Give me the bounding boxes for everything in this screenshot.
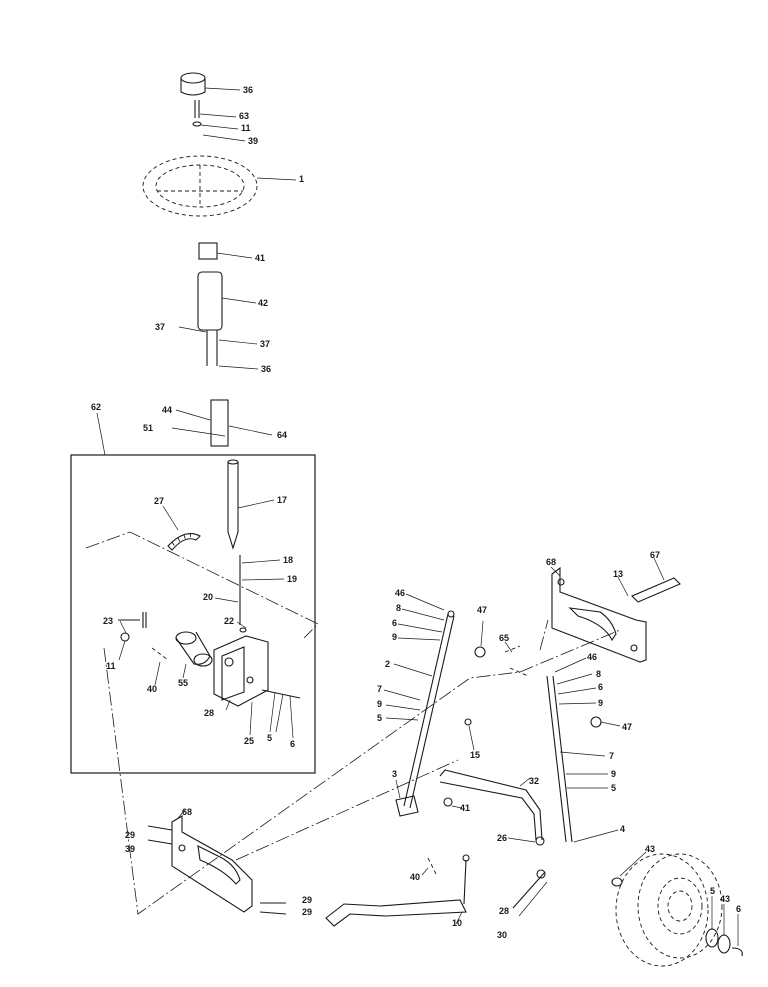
axle-long-rod — [325, 854, 470, 927]
callout-label: 27 — [154, 496, 164, 506]
callout-label: 9 — [598, 698, 603, 708]
callout-label: 11 — [106, 661, 116, 671]
callout-label: 28 — [499, 906, 509, 916]
gear-pivot-hardware — [118, 612, 301, 739]
callout-label: 22 — [224, 616, 234, 626]
callout-label: 9 — [377, 699, 382, 709]
callout-label: 20 — [203, 592, 213, 602]
axle-centerline — [235, 619, 549, 861]
steering-wheel — [142, 155, 297, 217]
callout-label: 9 — [611, 769, 616, 779]
gear-plate-outline — [85, 531, 319, 639]
callout-label: 11 — [241, 123, 251, 133]
callout-label: 43 — [720, 894, 730, 904]
callout-label: 43 — [645, 844, 655, 854]
callout-label: 51 — [143, 423, 153, 433]
callout-label: 46 — [395, 588, 405, 598]
callout-label: 55 — [178, 678, 188, 688]
callout-label: 6 — [290, 739, 295, 749]
callout-label: 5 — [377, 713, 382, 723]
column-tube-upper — [178, 242, 259, 370]
callout-label: 62 — [91, 402, 101, 412]
callout-label: 37 — [155, 322, 165, 332]
callout-label: 65 — [499, 633, 509, 643]
callout-label: 29 — [302, 895, 312, 905]
callout-label: 41 — [460, 803, 470, 813]
callout-label: 4 — [620, 824, 625, 834]
callout-label: 30 — [497, 930, 507, 940]
sector-gear — [162, 505, 201, 551]
tie-rod-left — [383, 593, 455, 817]
callout-label: 67 — [650, 550, 660, 560]
callout-label: 13 — [613, 569, 623, 579]
callout-label: 6 — [736, 904, 741, 914]
assembly-centerline — [103, 629, 621, 915]
callout-label: 19 — [287, 574, 297, 584]
callout-label: 1 — [299, 174, 304, 184]
callout-label: 7 — [609, 751, 614, 761]
callout-label: 5 — [710, 886, 715, 896]
steering-gear-box — [70, 454, 316, 774]
callout-label: 42 — [258, 298, 268, 308]
tie-rod-right — [546, 657, 619, 843]
drag-link — [439, 769, 548, 917]
callout-label: 17 — [277, 495, 287, 505]
callout-label: 25 — [244, 736, 254, 746]
callout-label: 32 — [529, 776, 539, 786]
knuckle-nut-left — [474, 620, 486, 658]
callout-label: 68 — [182, 807, 192, 817]
callout-label: 26 — [497, 833, 507, 843]
callout-label: 29 — [125, 830, 135, 840]
callout-label: 10 — [452, 918, 462, 928]
bracket-bolt — [617, 557, 681, 603]
callout-label: 47 — [622, 722, 632, 732]
callout-label: 6 — [392, 618, 397, 628]
cap-hardware — [192, 100, 246, 142]
front-wheel — [611, 851, 743, 967]
gear-bracket — [213, 635, 269, 736]
callout-label: 36 — [261, 364, 271, 374]
callout-label: 6 — [598, 682, 603, 692]
steering-cap — [180, 72, 241, 96]
callout-label: 28 — [204, 708, 214, 718]
callout-label: 23 — [103, 616, 113, 626]
callout-label: 5 — [611, 783, 616, 793]
callout-label: 15 — [470, 750, 480, 760]
steering-shaft-lower — [214, 459, 285, 633]
callout-label: 68 — [546, 557, 556, 567]
callout-label: 18 — [283, 555, 293, 565]
callout-label: 39 — [125, 844, 135, 854]
callout-label: 8 — [596, 669, 601, 679]
gear-bushing — [175, 631, 213, 679]
callout-label: 36 — [243, 85, 253, 95]
callout-label: 5 — [267, 733, 272, 743]
knuckle-nut-right — [590, 716, 621, 728]
callout-label: 2 — [385, 659, 390, 669]
callout-label: 37 — [260, 339, 270, 349]
callout-label: 3 — [392, 769, 397, 779]
callout-label: 39 — [248, 136, 258, 146]
callout-label: 8 — [396, 603, 401, 613]
steering-shaft — [171, 399, 273, 447]
callout-label: 44 — [162, 405, 172, 415]
callout-label: 64 — [277, 430, 287, 440]
callout-label: 29 — [302, 907, 312, 917]
callout-label: 63 — [239, 111, 249, 121]
axle-bracket-left — [147, 809, 287, 915]
callout-label: 40 — [410, 872, 420, 882]
callout-label: 40 — [147, 684, 157, 694]
callout-label: 47 — [477, 605, 487, 615]
axle-bracket-right — [550, 566, 647, 663]
callout-label: 9 — [392, 632, 397, 642]
callout-label: 46 — [587, 652, 597, 662]
center-pivot — [464, 641, 529, 751]
callout-label: 41 — [255, 253, 265, 263]
callout-label: 7 — [377, 684, 382, 694]
